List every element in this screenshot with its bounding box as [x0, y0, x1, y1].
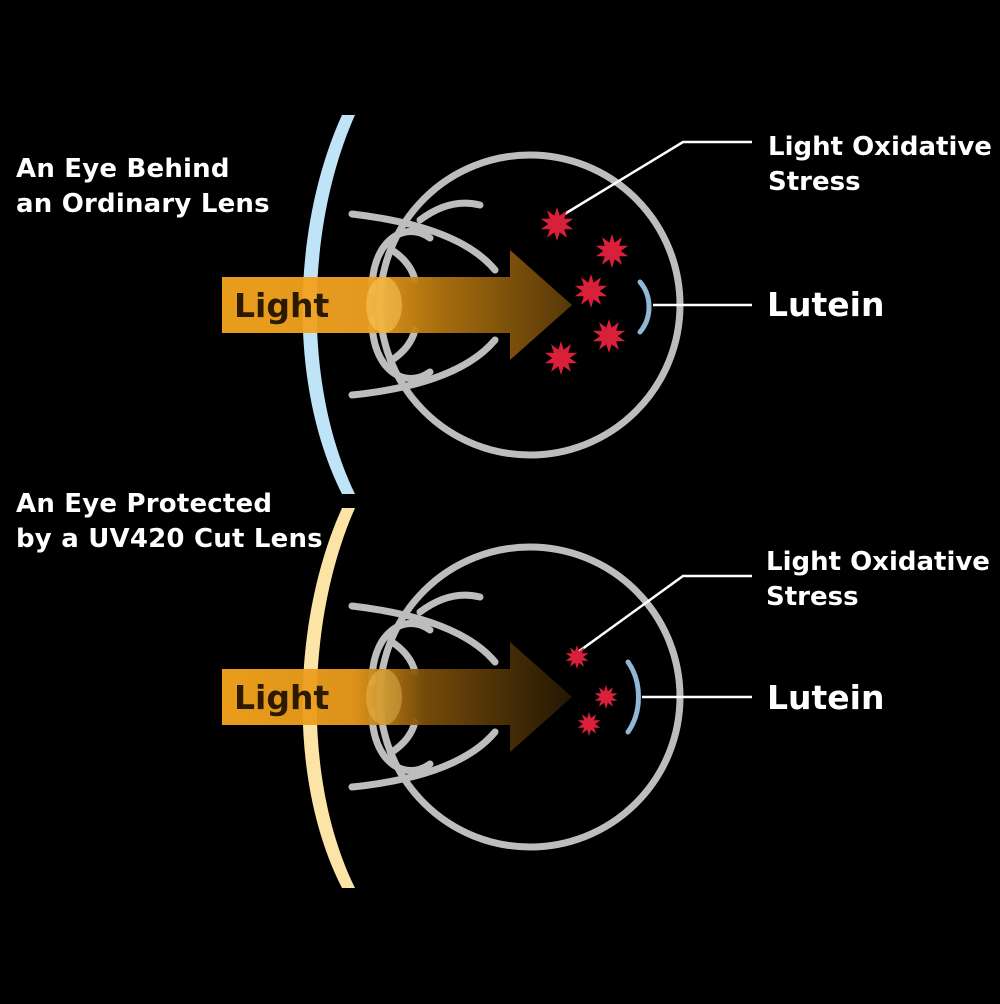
bottom-stress-marker	[594, 685, 618, 709]
light-beam-top	[222, 250, 572, 360]
panel-uv420-lens: Light	[222, 508, 752, 888]
stress-label-top-line2: Stress	[768, 167, 861, 197]
eye-lens-glow-bottom	[366, 669, 402, 725]
lutein-arc-top	[637, 279, 652, 335]
top-stress-marker	[595, 234, 629, 268]
bottom-stress-marker	[565, 645, 589, 669]
panel-label-ordinary: An Eye Behind an Ordinary Lens	[16, 152, 270, 222]
lutein-label-bottom: Lutein	[767, 678, 885, 717]
eye-lens-glow-top	[366, 277, 402, 333]
light-label-bottom: Light	[234, 678, 329, 717]
light-beam-bottom	[222, 642, 572, 752]
stress-markers-top	[540, 207, 629, 375]
stress-label-bottom: Light Oxidative Stress	[766, 545, 990, 615]
stress-label-top-line1: Light Oxidative	[768, 132, 992, 162]
top-stress-marker	[540, 207, 574, 241]
panel-label-uv420-line2: by a UV420 Cut Lens	[16, 524, 323, 554]
panel-label-uv420-line1: An Eye Protected	[16, 489, 273, 519]
top-stress-marker	[574, 274, 608, 308]
lutein-arc-bottom	[625, 659, 641, 735]
stress-label-bottom-line2: Stress	[766, 582, 859, 612]
bottom-stress-marker	[577, 712, 601, 736]
stress-leader-top	[562, 140, 752, 217]
panel-label-ordinary-line1: An Eye Behind	[16, 154, 230, 184]
panel-ordinary-lens: Light	[222, 115, 752, 494]
panel-label-ordinary-line2: an Ordinary Lens	[16, 189, 270, 219]
lutein-label-top: Lutein	[767, 285, 885, 324]
stress-markers-bottom	[565, 645, 618, 736]
top-stress-marker	[592, 319, 626, 353]
top-stress-marker	[544, 341, 578, 375]
stress-leader-bottom	[577, 574, 752, 654]
light-label-top: Light	[234, 286, 329, 325]
stress-label-top: Light Oxidative Stress	[768, 130, 992, 200]
stress-label-bottom-line1: Light Oxidative	[766, 547, 990, 577]
ordinary-lens-shape	[302, 115, 355, 494]
uv420-lens-shape	[302, 508, 355, 888]
panel-label-uv420: An Eye Protected by a UV420 Cut Lens	[16, 487, 323, 557]
